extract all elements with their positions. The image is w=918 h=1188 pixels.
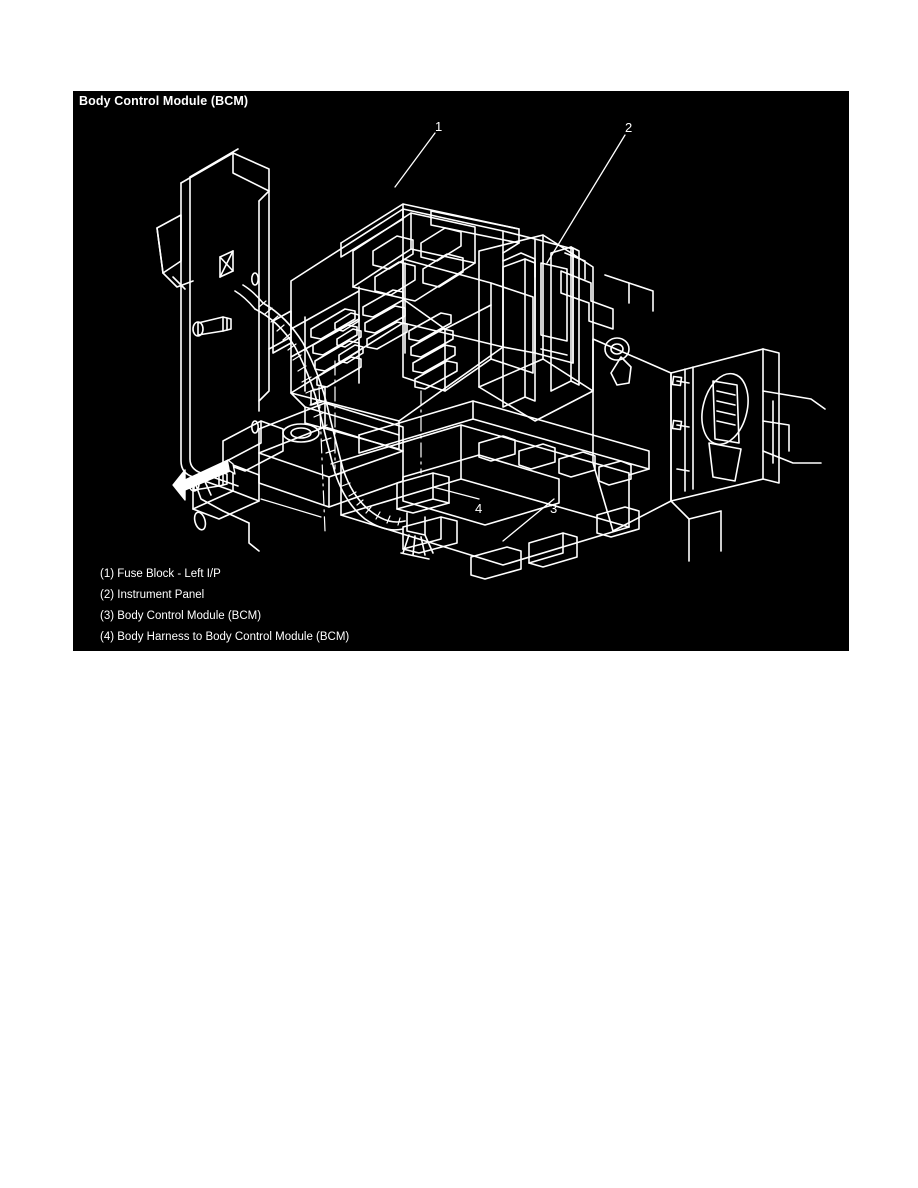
body-control-module (340, 400, 650, 580)
legend-item-4: (4) Body Harness to Body Control Module … (100, 631, 350, 643)
callout-number-3: 3 (550, 501, 558, 516)
legend-item-3: (3) Body Control Module (BCM) (100, 610, 262, 622)
fuse-block-left-ip (268, 203, 574, 450)
figure-panel: Body Control Module (BCM) (73, 91, 849, 651)
instrument-panel-carrier (402, 234, 826, 562)
callout-leaders (394, 132, 626, 264)
ip-cross-member (258, 360, 404, 532)
callout-number-1: 1 (435, 119, 443, 134)
figure-title: Body Control Module (BCM) (79, 94, 249, 108)
bcm-line-drawing (156, 132, 826, 580)
legend-item-2: (2) Instrument Panel (100, 589, 205, 601)
left-ip-bracket (156, 148, 270, 552)
callout-number-2: 2 (625, 120, 633, 135)
legend-item-1: (1) Fuse Block - Left I/P (100, 568, 221, 580)
callout-number-4: 4 (475, 501, 483, 516)
direction-arrow (172, 459, 236, 501)
harness-connector (396, 390, 480, 560)
legend: (1) Fuse Block - Left I/P (2) Instrument… (100, 564, 800, 648)
